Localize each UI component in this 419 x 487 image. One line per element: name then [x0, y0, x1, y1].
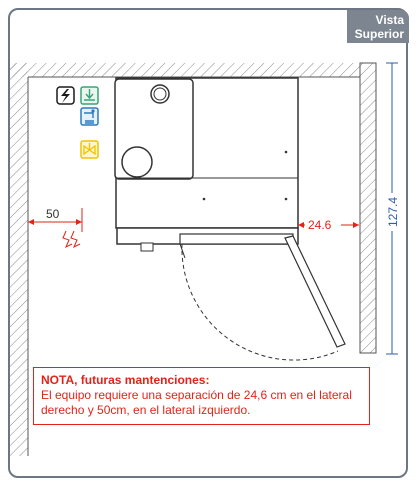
gas-valve-icon [80, 140, 99, 159]
drain-icon [80, 86, 99, 105]
right-clearance-label: 24.6 [308, 218, 332, 232]
door-swing-arc [181, 243, 339, 361]
door-open-leaf [284, 235, 346, 348]
wall-length-label: 127.4 [386, 197, 400, 227]
view-label-line1: Vista [375, 13, 404, 27]
view-label: Vista Superior [347, 10, 409, 43]
door-closed-position [179, 233, 294, 245]
screw-dot [284, 197, 288, 201]
water-tap-icon [80, 107, 99, 126]
electrical-connection-icon [56, 86, 75, 105]
left-clearance-dimension [28, 206, 83, 249]
left-clearance-label: 50 [46, 207, 60, 221]
note-title: NOTA, futuras mantenciones: [41, 373, 210, 387]
screw-dot [202, 197, 206, 201]
front-foot [140, 242, 154, 252]
note-body: El equipo requiere una separación de 24,… [41, 388, 352, 417]
maintenance-note: NOTA, futuras mantenciones: El equipo re… [33, 367, 370, 425]
left-wall [10, 63, 28, 456]
fan-circle [121, 146, 153, 178]
view-label-line2: Superior [354, 27, 404, 41]
back-wall [10, 63, 360, 77]
screw-dot [284, 150, 288, 154]
top-port-circle-inner [153, 87, 167, 101]
door-hinge-line [179, 243, 186, 259]
right-wall [359, 62, 377, 354]
right-clearance-dimension [298, 217, 359, 232]
wall-length-dimension [386, 62, 398, 355]
